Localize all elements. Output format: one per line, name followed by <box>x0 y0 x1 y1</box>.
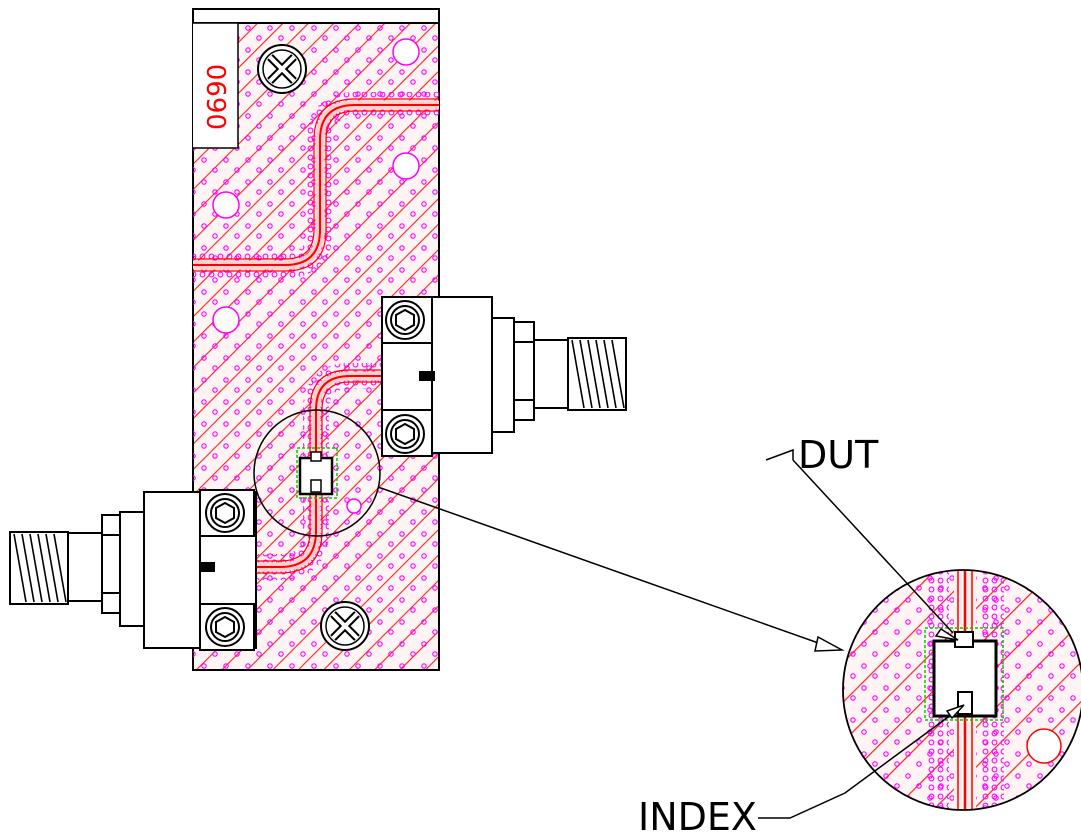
zoom-reference-circle <box>253 409 381 537</box>
connector-left-screw-bottom <box>199 603 255 651</box>
mounting-screw-bottom <box>320 601 370 651</box>
mounting-screw-top <box>257 44 307 94</box>
zoom-detail <box>842 569 1081 811</box>
connector-right-screw-top <box>381 296 433 344</box>
part-number-label: 0690 <box>203 64 233 130</box>
alignment-holes <box>212 38 420 514</box>
dut-footprint <box>296 447 338 499</box>
upper-trace <box>193 92 439 278</box>
zoom-leader-arrowhead <box>814 635 845 652</box>
connector-right-screw-bottom <box>381 409 433 457</box>
zoom-leader-line <box>377 486 825 646</box>
part-number-tab: 0690 <box>193 22 239 149</box>
board-top-strip <box>192 8 440 24</box>
sma-connector-left <box>9 489 257 651</box>
index-label: INDEX <box>638 795 757 839</box>
connector-left-screw-top <box>199 489 255 537</box>
dut-callout: DUT <box>765 433 959 641</box>
dut-label: DUT <box>798 433 879 477</box>
index-callout: INDEX <box>638 704 965 839</box>
sma-connector-right <box>381 296 627 457</box>
